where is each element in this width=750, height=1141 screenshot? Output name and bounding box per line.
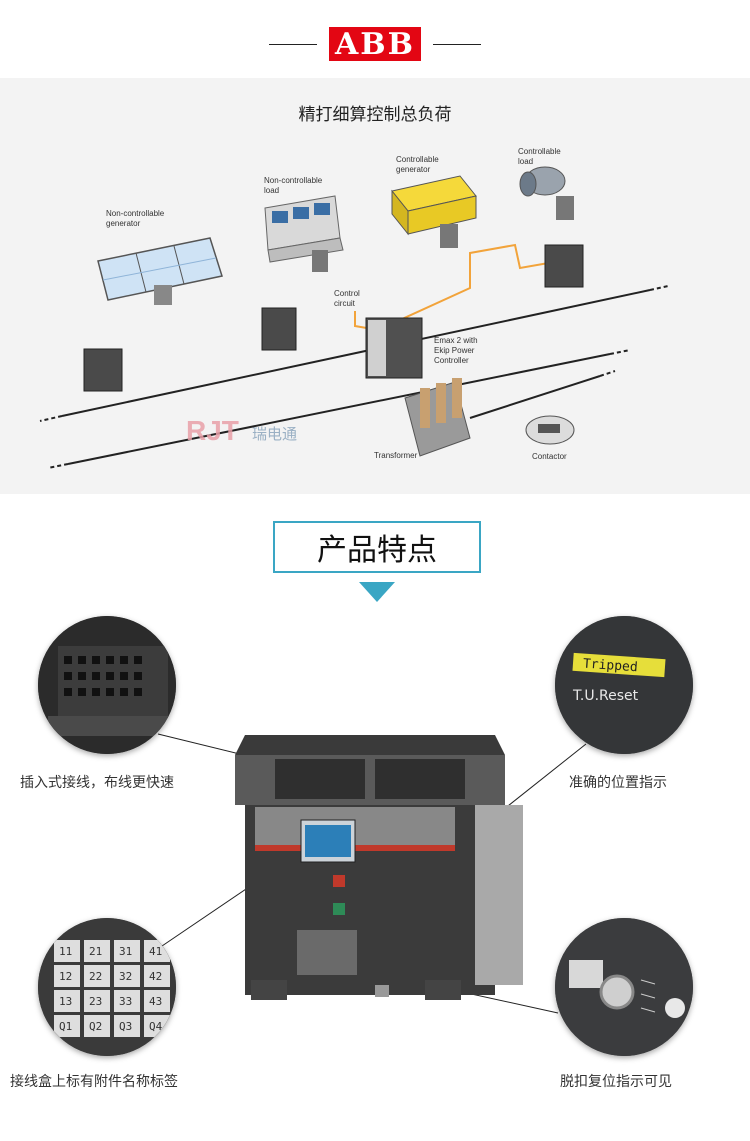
label-ctrl-generator-2: generator [396, 165, 431, 174]
control-circuit-line [354, 243, 561, 332]
label-non-ctrl-load-2: load [264, 186, 279, 195]
divider-left [269, 43, 317, 45]
terminal-number: 11 [59, 945, 72, 958]
label-transformer: Transformer [374, 451, 418, 460]
label-control-circuit-2: circuit [334, 299, 356, 308]
watermark-logo: RJT 瑞电通 [186, 412, 326, 448]
callout-position-indicator: Tripped T.U.Reset [555, 616, 693, 754]
power-diagram: Non-controllable generator Non-controlla… [39, 147, 669, 469]
motor-icon [519, 166, 574, 220]
label-non-ctrl-generator-2: generator [106, 219, 141, 228]
breaker-icon-3 [544, 244, 584, 288]
watermark-text: 瑞电通 [252, 425, 297, 443]
terminal-number: 43 [149, 995, 162, 1008]
label-emax-3: Controller [434, 356, 469, 365]
bus-line-lower [67, 353, 611, 465]
terminal-cell [84, 940, 110, 962]
divider-right [433, 43, 481, 45]
section-arrow-icon [359, 582, 395, 602]
feature-label-terminal-names: 接线盒上标有附件名称标签 [10, 1074, 178, 1090]
generator-icon [391, 175, 477, 248]
terminal-cell [54, 940, 80, 962]
terminal-cell [84, 1015, 110, 1037]
label-emax-2: Ekip Power [434, 346, 475, 355]
terminal-cell [144, 965, 170, 987]
feature-label-trip-reset: 脱扣复位指示可见 [560, 1074, 672, 1090]
label-control-circuit-1: Control [334, 289, 360, 298]
terminal-number: 21 [89, 945, 102, 958]
feature-label-plug-in: 插入式接线，布线更快速 [20, 775, 174, 791]
diagram-title: 精打细算控制总负荷 [298, 105, 452, 125]
breaker-icon-1 [83, 348, 123, 392]
reset-label: T.U.Reset [572, 688, 639, 704]
terminal-number: 33 [119, 995, 132, 1008]
terminal-number: 22 [89, 970, 102, 983]
terminal-cell [144, 990, 170, 1012]
terminal-cell [114, 940, 140, 962]
terminal-cell [54, 990, 80, 1012]
logo-row: ABB [0, 22, 750, 66]
terminal-cell [114, 1015, 140, 1037]
bus-line-contactor [469, 375, 601, 419]
terminal-number: 41 [149, 945, 162, 958]
tripped-label: Tripped [582, 657, 638, 676]
terminal-cell [114, 990, 140, 1012]
callout-plug-in-terminals [38, 616, 176, 754]
label-contactor: Contactor [532, 452, 567, 461]
contactor-icon [525, 415, 575, 445]
abb-logo: ABB [329, 27, 421, 62]
terminal-cell [114, 965, 140, 987]
label-non-ctrl-generator-1: Non-controllable [106, 209, 165, 218]
close-button-icon [333, 903, 345, 915]
terminal-number: Q1 [59, 1020, 72, 1033]
terminal-cell [54, 965, 80, 987]
callout-trip-reset-indicator [555, 918, 693, 1056]
label-ctrl-load-1: Controllable [518, 147, 561, 156]
feature-label-position: 准确的位置指示 [569, 775, 667, 791]
terminal-cell [84, 990, 110, 1012]
label-non-ctrl-load-1: Non-controllable [264, 176, 323, 185]
terminal-number: Q2 [89, 1020, 102, 1033]
label-ctrl-load-2: load [518, 157, 533, 166]
open-button-icon [333, 875, 345, 887]
terminal-number: 23 [89, 995, 102, 1008]
svg-text:RJT: RJT [186, 415, 239, 446]
terminal-number: Q4 [149, 1020, 163, 1033]
terminal-number: 32 [119, 970, 132, 983]
bus-line-upper [61, 289, 651, 417]
terminal-cell [84, 965, 110, 987]
label-ctrl-generator-1: Controllable [396, 155, 439, 164]
terminal-number: Q3 [119, 1020, 132, 1033]
terminal-number: 13 [59, 995, 72, 1008]
solar-panel-icon [97, 237, 223, 305]
transformer-icon [404, 378, 471, 457]
terminal-number: 12 [59, 970, 72, 983]
breaker-icon-2 [261, 307, 297, 351]
control-desk-icon [264, 195, 344, 272]
circuit-breaker-image [235, 735, 523, 1000]
terminal-cell [54, 1015, 80, 1037]
terminal-number: 42 [149, 970, 162, 983]
section-title: 产品特点 [273, 521, 481, 573]
terminal-number: 31 [119, 945, 132, 958]
label-emax-1: Emax 2 with [434, 336, 478, 345]
